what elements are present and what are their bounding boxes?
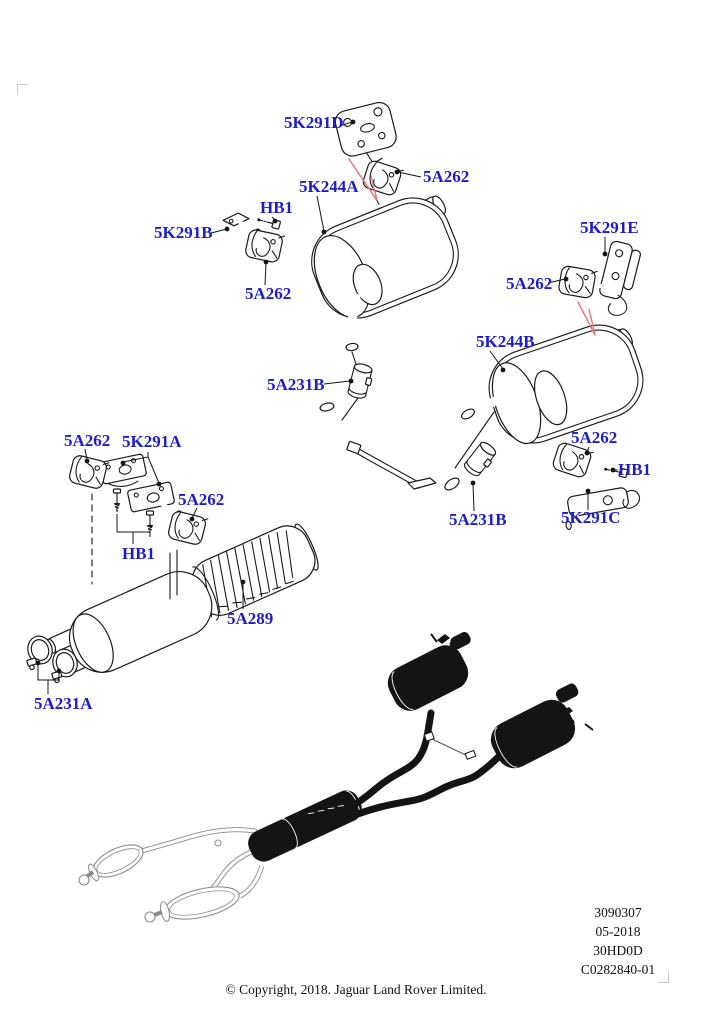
muffler-5K244B-drawing <box>454 324 644 469</box>
part-label-HB1-grp: HB1 <box>122 544 156 563</box>
bracket-5K291A-drawing <box>91 453 183 585</box>
copyright-text: © Copyright, 2018. Jaguar Land Rover Lim… <box>225 982 487 997</box>
part-label-5A231A: 5A231A <box>34 694 93 713</box>
part-label-5A262-left: 5A262 <box>245 284 292 303</box>
part-label-5A231B-lower: 5A231B <box>449 510 507 529</box>
part-label-5A262-grpB: 5A262 <box>178 490 225 509</box>
leader-lines <box>35 119 618 694</box>
part-label-5A289: 5A289 <box>227 609 274 628</box>
part-label-5K291C: 5K291C <box>561 508 621 527</box>
crop-mark-bottom-right <box>658 972 669 983</box>
part-label-5A262-low: 5A262 <box>571 428 618 447</box>
locator-thumbnail-drawing <box>78 632 594 923</box>
part-label-5K244A: 5K244A <box>299 177 359 196</box>
red-locator-lines <box>348 158 596 336</box>
part-label-5K291B: 5K291B <box>154 223 213 242</box>
crop-mark-top-left <box>17 84 28 95</box>
part-label-HB1-right: HB1 <box>618 460 652 479</box>
part-label-5A262-right: 5A262 <box>506 274 553 293</box>
drawing-info-block: 3090307 05-2018 30HD0D C0282840-01 <box>556 903 680 979</box>
drawing-info-line: 30HD0D <box>593 943 643 958</box>
part-label-5K291E: 5K291E <box>580 218 639 237</box>
bracket-5K291C-drawing <box>565 487 641 531</box>
part-label-5A262-top: 5A262 <box>423 167 470 186</box>
drawing-info-line: 3090307 <box>594 905 642 920</box>
part-label-5K291A: 5K291A <box>122 432 182 451</box>
part-label-5K291D: 5K291D <box>284 113 344 132</box>
bracket-5K291D-drawing <box>334 101 397 165</box>
part-label-HB1-top: HB1 <box>260 198 294 217</box>
drawing-info-line: 05-2018 <box>595 924 641 939</box>
part-label-5A262-grpA: 5A262 <box>64 431 111 450</box>
part-label-5K244B: 5K244B <box>476 332 535 351</box>
drawing-info-line: C0282840-01 <box>580 962 656 977</box>
muffler-5K244A-drawing <box>311 195 459 421</box>
part-label-5A231B-upper: 5A231B <box>267 375 325 394</box>
